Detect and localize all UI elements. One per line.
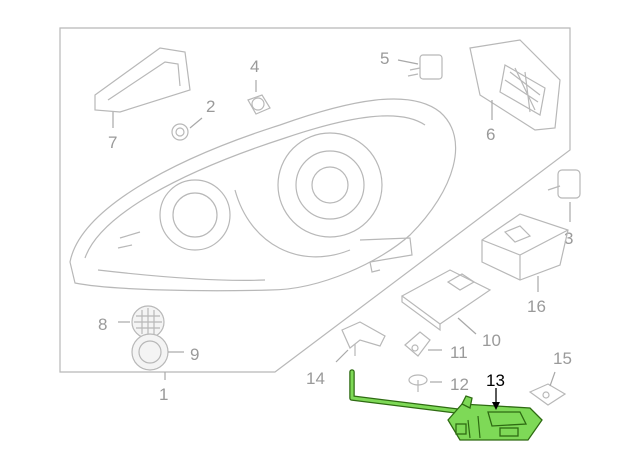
callout-1: 1 [159,385,168,404]
part-2-grommet: 2 [171,97,215,141]
callout-12: 12 [450,375,469,394]
callout-10: 10 [482,331,501,350]
callout-16: 16 [527,297,546,316]
part-8-cap: 8 [98,305,165,339]
callout-2: 2 [206,97,215,116]
callout-9: 9 [190,345,199,364]
part-10-ballast: 10 [400,269,501,350]
part-7-bracket: 7 [94,47,191,152]
callout-7: 7 [108,133,117,152]
part-12-screw: 12 [408,374,469,394]
callout-15: 15 [553,349,572,368]
headlamp-housing [69,98,457,292]
part-3-bulb: 3 [547,169,581,248]
callout-8: 8 [98,315,107,334]
part-14-holder: 14 [306,321,386,388]
part-16-control-unit: 16 [481,213,569,316]
callout-11: 11 [450,343,468,362]
callout-4: 4 [250,57,259,76]
callout-14: 14 [306,369,325,388]
callout-5: 5 [380,49,389,68]
callout-13: 13 [486,371,505,390]
part-15-clip: 15 [528,349,572,406]
part-6-grille: 6 [469,39,561,144]
callout-6: 6 [486,125,495,144]
assembly-outline [59,27,571,373]
part-5-bulb: 5 [380,49,443,80]
part-13-harness: 13 [349,369,543,441]
part-4-bulb: 4 [247,57,271,115]
callout-3: 3 [564,229,573,248]
part-11-clip: 11 [404,331,468,362]
part-9-cover: 9 [131,333,199,371]
